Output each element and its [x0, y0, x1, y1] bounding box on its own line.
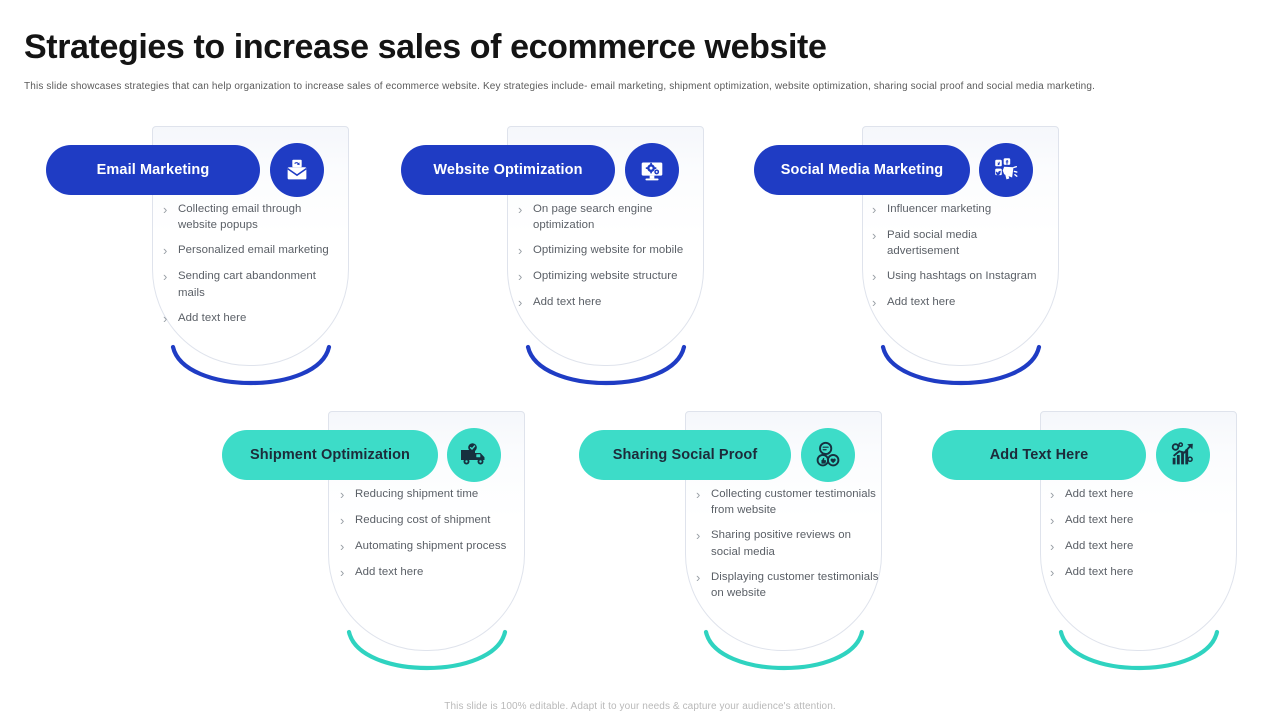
list-item-label: Add text here	[1065, 488, 1134, 500]
card-title-label: Social Media Marketing	[780, 162, 944, 178]
list-item[interactable]: › Optimizing website for mobile	[518, 242, 696, 259]
list-item-label: On page search engine optimization	[533, 203, 653, 232]
list-item[interactable]: › Add text here	[163, 310, 341, 327]
card-bullet-list-website-optimization: › On page search engine optimization › Opti…	[518, 201, 696, 320]
list-item-label: Sending cart abandonment mails	[178, 270, 316, 299]
list-item[interactable]: › Displaying customer testimonials on web…	[696, 569, 881, 601]
list-item-label: Displaying customer testimonials on webs…	[711, 570, 879, 600]
chevron-right-icon: ›	[1050, 487, 1055, 502]
chevron-right-icon: ›	[696, 487, 701, 502]
list-item-label: Optimizing website structure	[533, 270, 678, 283]
list-item[interactable]: › Add text here	[518, 294, 696, 311]
chevron-right-icon: ›	[872, 202, 877, 217]
list-item-label: Reducing shipment time	[355, 488, 479, 500]
card-bullet-list-sharing-social-proof: › Collecting customer testimonials from w…	[696, 486, 881, 610]
list-item-label: Add text here	[178, 311, 247, 324]
list-item[interactable]: › Optimizing website structure	[518, 268, 696, 285]
list-item-label: Reducing cost of shipment	[355, 514, 491, 526]
social-megaphone-icon	[979, 143, 1033, 197]
chevron-right-icon: ›	[340, 513, 345, 528]
monitor-gear-icon	[625, 143, 679, 197]
card-bullet-list-add-text-here: › Add text here › Add text here › Add text he…	[1050, 486, 1235, 590]
chevron-right-icon: ›	[340, 487, 345, 502]
list-item-label: Sharing positive reviews on social media	[711, 529, 852, 558]
list-item-label: Add text here	[1065, 514, 1134, 526]
card-title-pill-social-media-marketing[interactable]: Social Media Marketing	[754, 145, 970, 195]
list-item[interactable]: › Paid social media advertisement	[872, 227, 1050, 259]
card-title-label: Sharing Social Proof	[612, 447, 758, 463]
chevron-right-icon: ›	[1050, 513, 1055, 528]
card-title-pill-sharing-social-proof[interactable]: Sharing Social Proof	[579, 430, 791, 480]
card-title-label: Add Text Here	[989, 447, 1089, 463]
chevron-right-icon: ›	[696, 569, 701, 585]
envelope-mail-icon	[270, 143, 324, 197]
chevron-right-icon: ›	[696, 528, 701, 544]
list-item-label: Add text here	[1065, 540, 1134, 552]
list-item[interactable]: › Add text here	[1050, 538, 1235, 555]
list-item[interactable]: › Add text here	[1050, 564, 1235, 581]
chevron-right-icon: ›	[518, 243, 523, 259]
list-item[interactable]: › Automating shipment process	[340, 538, 525, 555]
list-item-label: Automating shipment process	[355, 540, 507, 552]
card-bullet-list-email-marketing: › Collecting email through website popups…	[163, 201, 341, 336]
list-item[interactable]: › Add text here	[1050, 486, 1235, 503]
chevron-right-icon: ›	[518, 202, 523, 217]
review-feedback-icon	[801, 428, 855, 482]
chevron-right-icon: ›	[872, 228, 877, 243]
card-title-label: Email Marketing	[96, 162, 210, 178]
growth-chart-icon	[1156, 428, 1210, 482]
page-title: Strategies to increase sales of ecommerc…	[24, 28, 827, 66]
list-item-label: Using hashtags on Instagram	[887, 270, 1037, 283]
list-item[interactable]: › Sharing positive reviews on social medi…	[696, 527, 881, 559]
list-item[interactable]: › Collecting email through website popups	[163, 201, 341, 233]
chevron-right-icon: ›	[518, 295, 523, 311]
card-title-label: Shipment Optimization	[250, 447, 410, 463]
list-item[interactable]: › Influencer marketing	[872, 201, 1050, 218]
list-item-label: Collecting customer testimonials from we…	[711, 488, 876, 517]
list-item[interactable]: › Personalized email marketing	[163, 242, 341, 259]
list-item-label: Paid social media advertisement	[887, 229, 978, 258]
list-item-label: Add text here	[355, 566, 424, 578]
list-item-label: Add text here	[887, 296, 956, 309]
list-item[interactable]: › Add text here	[872, 294, 1050, 311]
list-item-label: Add text here	[533, 296, 602, 309]
list-item[interactable]: › On page search engine optimization	[518, 201, 696, 233]
card-title-pill-add-text-here[interactable]: Add Text Here	[932, 430, 1146, 480]
list-item[interactable]: › Add text here	[340, 564, 525, 581]
list-item-label: Optimizing website for mobile	[533, 244, 684, 257]
chevron-right-icon: ›	[340, 565, 345, 580]
delivery-truck-icon	[447, 428, 501, 482]
list-item[interactable]: › Collecting customer testimonials from w…	[696, 486, 881, 518]
chevron-right-icon: ›	[872, 295, 877, 311]
chevron-right-icon: ›	[1050, 565, 1055, 580]
chevron-right-icon: ›	[340, 539, 345, 554]
list-item[interactable]: › Add text here	[1050, 512, 1235, 529]
chevron-right-icon: ›	[163, 269, 168, 285]
list-item-label: Collecting email through website popups	[178, 203, 302, 232]
card-bullet-list-shipment-optimization: › Reducing shipment time › Reducing cost of…	[340, 486, 525, 590]
chevron-right-icon: ›	[163, 243, 168, 259]
list-item[interactable]: › Reducing cost of shipment	[340, 512, 525, 529]
list-item[interactable]: › Sending cart abandonment mails	[163, 268, 341, 300]
list-item-label: Add text here	[1065, 566, 1134, 578]
footer-note: This slide is 100% editable. Adapt it to…	[444, 701, 836, 712]
card-title-pill-shipment-optimization[interactable]: Shipment Optimization	[222, 430, 438, 480]
list-item[interactable]: › Reducing shipment time	[340, 486, 525, 503]
chevron-right-icon: ›	[1050, 539, 1055, 554]
list-item[interactable]: › Using hashtags on Instagram	[872, 268, 1050, 285]
chevron-right-icon: ›	[163, 202, 168, 217]
chevron-right-icon: ›	[163, 310, 168, 326]
list-item-label: Influencer marketing	[887, 203, 992, 215]
list-item-label: Personalized email marketing	[178, 244, 329, 257]
page-subtitle: This slide showcases strategies that can…	[24, 81, 1096, 92]
card-title-pill-website-optimization[interactable]: Website Optimization	[401, 145, 615, 195]
card-title-label: Website Optimization	[433, 162, 583, 178]
card-bullet-list-social-media-marketing: › Influencer marketing › Paid social media …	[872, 201, 1050, 320]
card-title-pill-email-marketing[interactable]: Email Marketing	[46, 145, 260, 195]
chevron-right-icon: ›	[518, 269, 523, 285]
chevron-right-icon: ›	[872, 269, 877, 285]
